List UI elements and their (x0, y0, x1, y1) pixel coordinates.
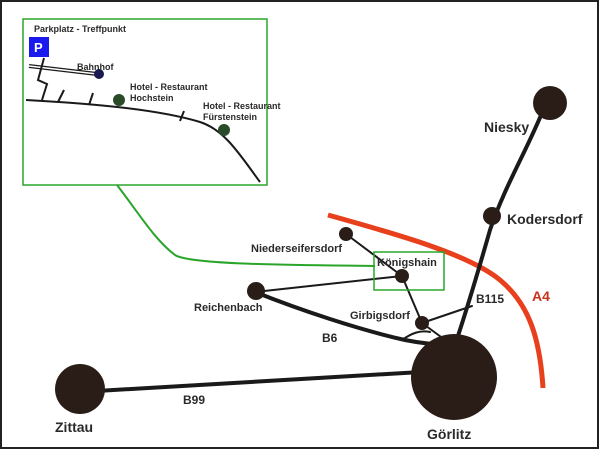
autobahn-a4 (327, 212, 546, 389)
label-hotel-hochstein-1: Hotel - Restaurant (130, 82, 208, 92)
label-kodersdorf: Kodersdorf (507, 211, 583, 227)
label-b6: B6 (322, 331, 338, 345)
bahnhof-marker[interactable] (94, 69, 104, 79)
label-goerlitz: Görlitz (427, 426, 471, 442)
road-b99 (78, 368, 457, 394)
road-koenigshain-girbigsdorf (401, 275, 423, 324)
inset-connector-line (116, 184, 376, 267)
town-goerlitz[interactable] (411, 334, 497, 420)
label-hotel-fuerstenstein-2: Fürstenstein (203, 112, 257, 122)
parking-icon (29, 37, 49, 57)
label-zittau: Zittau (55, 419, 93, 435)
town-reichenbach[interactable] (247, 282, 265, 300)
town-kodersdorf[interactable] (483, 207, 501, 225)
inset-frame (22, 18, 268, 186)
town-girbigsdorf[interactable] (415, 316, 429, 330)
label-niederseifersdorf: Niederseifersdorf (251, 243, 342, 255)
hotel-hochstein-marker[interactable] (113, 94, 125, 106)
label-koenigshain: Königshain (377, 257, 437, 269)
road-b6-junction (401, 330, 431, 341)
town-niederseifersdorf[interactable] (339, 227, 353, 241)
label-a4: A4 (532, 288, 550, 304)
hotel-fuerstenstein-marker[interactable] (218, 124, 230, 136)
label-hotel-fuerstenstein-1: Hotel - Restaurant (203, 101, 281, 111)
koenigshain-highlight-box (373, 251, 445, 291)
label-reichenbach: Reichenbach (194, 302, 263, 314)
inset-roads (25, 57, 261, 183)
road-reichenbach-koenigshain (254, 275, 403, 293)
label-b99: B99 (183, 393, 205, 407)
label-girbigsdorf: Girbigsdorf (350, 310, 410, 322)
town-niesky[interactable] (533, 86, 567, 120)
label-bahnhof: Bahnhof (77, 62, 114, 72)
label-hotel-hochstein-2: Hochstein (130, 93, 174, 103)
town-koenigshain[interactable] (395, 269, 409, 283)
inset-map: P Parkplatz - Treffpunkt Bahnhof Hotel -… (22, 18, 281, 186)
road-girbigsdorf-b115 (421, 305, 473, 324)
parking-symbol: P (34, 40, 43, 55)
road-b115 (453, 101, 548, 347)
town-zittau[interactable] (55, 364, 105, 414)
inset-main-road (25, 99, 261, 183)
label-parkplatz: Parkplatz - Treffpunkt (34, 24, 126, 34)
label-niesky: Niesky (484, 119, 529, 135)
label-b115: B115 (476, 292, 504, 306)
inset-access-road (36, 57, 49, 101)
